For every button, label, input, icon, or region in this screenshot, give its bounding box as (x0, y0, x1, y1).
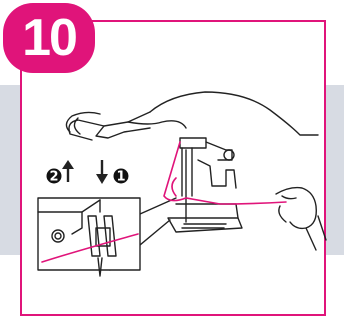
machine-head-outline (96, 112, 150, 138)
presser-foot-holder (198, 160, 236, 188)
right-hand-outline (276, 188, 316, 229)
marker-one-label: 1 (116, 170, 125, 185)
machine-arm-outline (150, 92, 318, 135)
presser-foot (168, 218, 242, 232)
marker-two-label: 2 (49, 170, 58, 185)
arrow-down-icon (96, 160, 108, 184)
needle-clamp (180, 138, 206, 148)
arrow-up-icon (62, 160, 74, 182)
